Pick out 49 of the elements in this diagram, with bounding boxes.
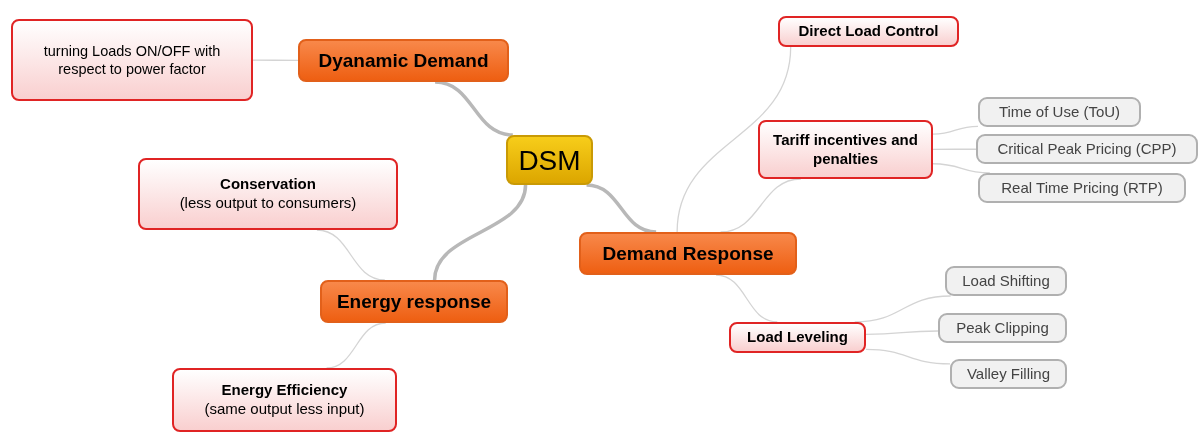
leaf-topic-box	[938, 313, 1067, 343]
branch-line	[316, 229, 386, 281]
branch-line	[932, 148, 977, 150]
leaf-topic-box	[945, 266, 1067, 296]
branch-line	[586, 183, 657, 234]
main-topic-box	[320, 280, 508, 323]
topic-label: Energy response	[336, 289, 492, 314]
note-box	[11, 19, 253, 101]
topic-label: Dyanamic Demand	[318, 48, 489, 73]
topic-label: Energy Efficiency	[221, 381, 348, 400]
topic-description: (less output to consumers)	[179, 194, 357, 213]
branch-line	[715, 274, 778, 323]
branch-line	[865, 348, 951, 365]
main-topic-box	[579, 232, 797, 275]
topic-label: Direct Load Control	[798, 22, 939, 41]
main-topic-box	[298, 39, 509, 82]
subtopic-box	[758, 120, 933, 179]
branch-line	[865, 330, 939, 335]
topic-label: Demand Response	[602, 241, 774, 266]
leaf-topic-box	[950, 359, 1067, 389]
subtopic-box	[172, 368, 397, 432]
topic-label: Tariff incentives and penalties	[772, 130, 919, 169]
branch-line	[676, 46, 792, 233]
topic-label: Conservation	[220, 175, 316, 194]
central-topic-box	[506, 135, 593, 185]
branch-line	[325, 322, 387, 369]
branch-line	[252, 59, 299, 61]
branch-line	[719, 178, 802, 233]
branch-line	[932, 125, 979, 135]
branch-line	[854, 295, 952, 323]
topic-label: Peak Clipping	[956, 318, 1049, 338]
topic-description: (same output less input)	[204, 400, 365, 419]
branch-line	[434, 80, 513, 137]
topic-label: Load Shifting	[962, 271, 1050, 291]
topic-label: Valley Filling	[966, 364, 1051, 384]
leaf-topic-box	[976, 134, 1198, 164]
topic-label: Real Time Pricing (RTP)	[1001, 178, 1163, 198]
leaf-topic-box	[978, 97, 1141, 127]
subtopic-box	[138, 158, 398, 230]
branch-line	[932, 163, 991, 174]
subtopic-box	[778, 16, 959, 47]
topic-label: DSM	[518, 143, 581, 178]
topic-label: Load Leveling	[747, 328, 848, 347]
topic-label: Critical Peak Pricing (CPP)	[997, 139, 1177, 159]
subtopic-box	[729, 322, 866, 353]
note-text: turning Loads ON/OFF with respect to power factor	[42, 41, 222, 79]
branch-line	[432, 184, 528, 281]
leaf-topic-box	[978, 173, 1186, 203]
topic-label: Time of Use (ToU)	[998, 102, 1121, 122]
